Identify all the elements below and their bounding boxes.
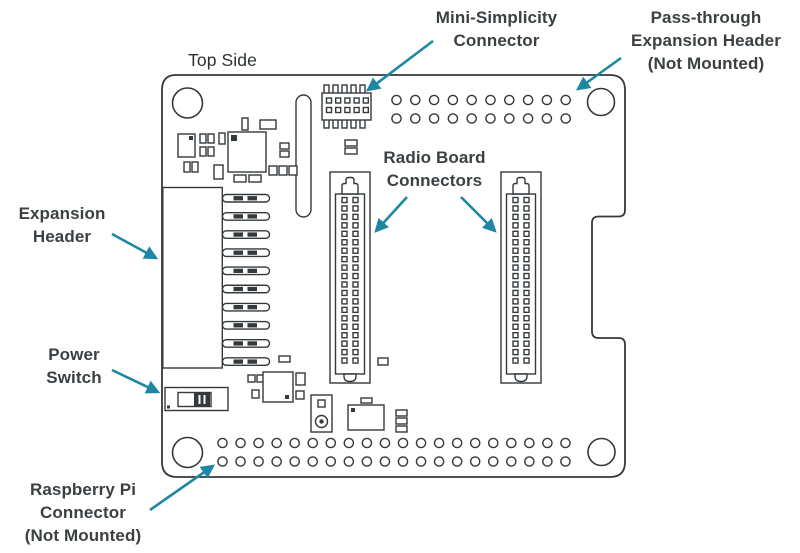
- label-line: (Not Mounted): [24, 526, 142, 545]
- label-expansion-header: Expansion Header: [0, 202, 124, 248]
- mini-simplicity-connector: [321, 84, 372, 129]
- card-slot: [295, 94, 312, 218]
- label-mini-simplicity-connector: Mini-Simplicity Connector: [409, 6, 584, 52]
- expansion-header-arrow: [111, 232, 159, 260]
- mounting-holes: [171, 87, 616, 469]
- mini-simplicity-arrow: [365, 39, 434, 92]
- raspberry-pi-arrow: [149, 464, 216, 512]
- mounting-hole-bottom-right: [587, 437, 616, 467]
- label-line: Connector: [453, 31, 540, 50]
- label-line: Power: [48, 345, 100, 364]
- mounting-hole-bottom-left: [171, 436, 204, 469]
- label-line: Raspberry Pi: [29, 480, 137, 499]
- label-line: Expansion Header: [631, 31, 781, 50]
- label-pass-through-header: Pass-through Expansion Header (Not Mount…: [612, 6, 800, 75]
- label-line: Mini-Simplicity: [435, 8, 558, 27]
- expansion-header-pins: [221, 193, 271, 367]
- power-switch: [164, 386, 229, 412]
- expansion-header: [162, 186, 271, 369]
- radio-board-right-arrow: [460, 196, 497, 233]
- label-line: Radio Board: [383, 148, 486, 167]
- power-switch-arrow: [111, 368, 161, 394]
- label-line: (Not Mounted): [647, 54, 765, 73]
- label-raspberry-pi-connector: Raspberry Pi Connector (Not Mounted): [2, 478, 164, 547]
- label-line: Connector: [40, 503, 126, 522]
- label-line: Switch: [46, 368, 102, 387]
- label-line: Connectors: [386, 171, 483, 190]
- label-top-side: Top Side: [188, 50, 257, 70]
- label-line: Expansion: [18, 204, 106, 223]
- callout-arrows: [111, 39, 622, 512]
- label-radio-board-connectors: Radio Board Connectors: [352, 146, 517, 192]
- label-line: Header: [32, 227, 92, 246]
- smd-components: [177, 117, 408, 433]
- label-power-switch: Power Switch: [14, 343, 134, 389]
- raspberry-pi-connector-pins: [217, 437, 571, 467]
- radio-board-connector-right: [500, 171, 542, 384]
- radio-board-connector-left: [329, 171, 371, 384]
- mounting-hole-top-right: [586, 87, 616, 117]
- pass-through-header-pins: [391, 94, 572, 124]
- radio-board-left-arrow: [374, 196, 408, 233]
- label-line: Pass-through: [650, 8, 762, 27]
- mounting-hole-top-left: [171, 87, 204, 119]
- pass-through-arrow: [575, 56, 622, 91]
